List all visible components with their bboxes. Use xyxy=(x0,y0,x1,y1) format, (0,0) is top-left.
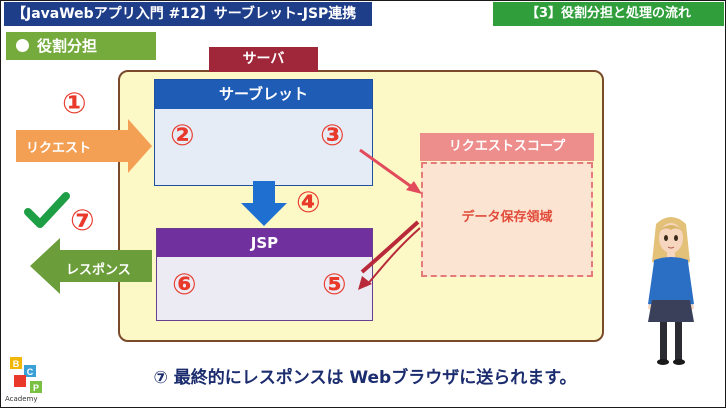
request-label: リクエスト xyxy=(26,141,92,156)
request-arrow xyxy=(16,119,152,173)
bullet-icon xyxy=(16,39,29,52)
request-scope-area: データ保存領域 xyxy=(421,162,593,277)
bcp-academy-logo: B C P xyxy=(10,357,42,393)
step-7: ⑦ xyxy=(70,203,95,237)
slide-title: 【JavaWebアプリ入門 #12】サーブレット-JSP連携 xyxy=(4,2,372,26)
data-storage-label: データ保存領域 xyxy=(461,210,553,225)
store-arrow-line xyxy=(359,148,417,192)
step-4: ④ xyxy=(296,185,321,219)
jsp-header: JSP xyxy=(157,229,372,257)
step-1: ① xyxy=(62,86,87,120)
retrieve-arrow-curve xyxy=(360,220,420,274)
servlet-header: サーブレット xyxy=(155,80,372,109)
servlet-box: サーブレット xyxy=(154,79,373,186)
request-scope-label: リクエストスコープ xyxy=(420,133,594,161)
logo-letter-p: P xyxy=(33,383,39,393)
retrieve-arrow-head xyxy=(358,276,372,290)
topic-heading: 役割分担 xyxy=(6,32,156,60)
logo-label: Academy xyxy=(5,395,38,403)
section-title: 【3】役割分担と処理の流れ xyxy=(493,2,724,26)
forward-down-arrow xyxy=(241,181,287,226)
step-3: ③ xyxy=(320,118,345,152)
jsp-box: JSP xyxy=(156,228,373,321)
response-arrow xyxy=(30,238,152,294)
step-2: ② xyxy=(170,118,195,152)
check-mark-icon xyxy=(24,192,70,228)
logo-letter-c: C xyxy=(27,367,34,377)
step-6: ⑥ xyxy=(172,267,197,301)
step-5: ⑤ xyxy=(322,267,347,301)
store-arrow-head xyxy=(406,181,422,194)
presenter-character xyxy=(648,217,694,365)
caption: ⑦ 最終的にレスポンスは Webブラウザに送られます。 xyxy=(153,368,577,388)
server-label: サーバ xyxy=(209,47,318,72)
topic-label: 役割分担 xyxy=(37,37,98,55)
response-label: レスポンス xyxy=(66,263,131,278)
logo-letter-b: B xyxy=(13,359,20,369)
retrieve-arrow-curve-2 xyxy=(365,227,421,287)
